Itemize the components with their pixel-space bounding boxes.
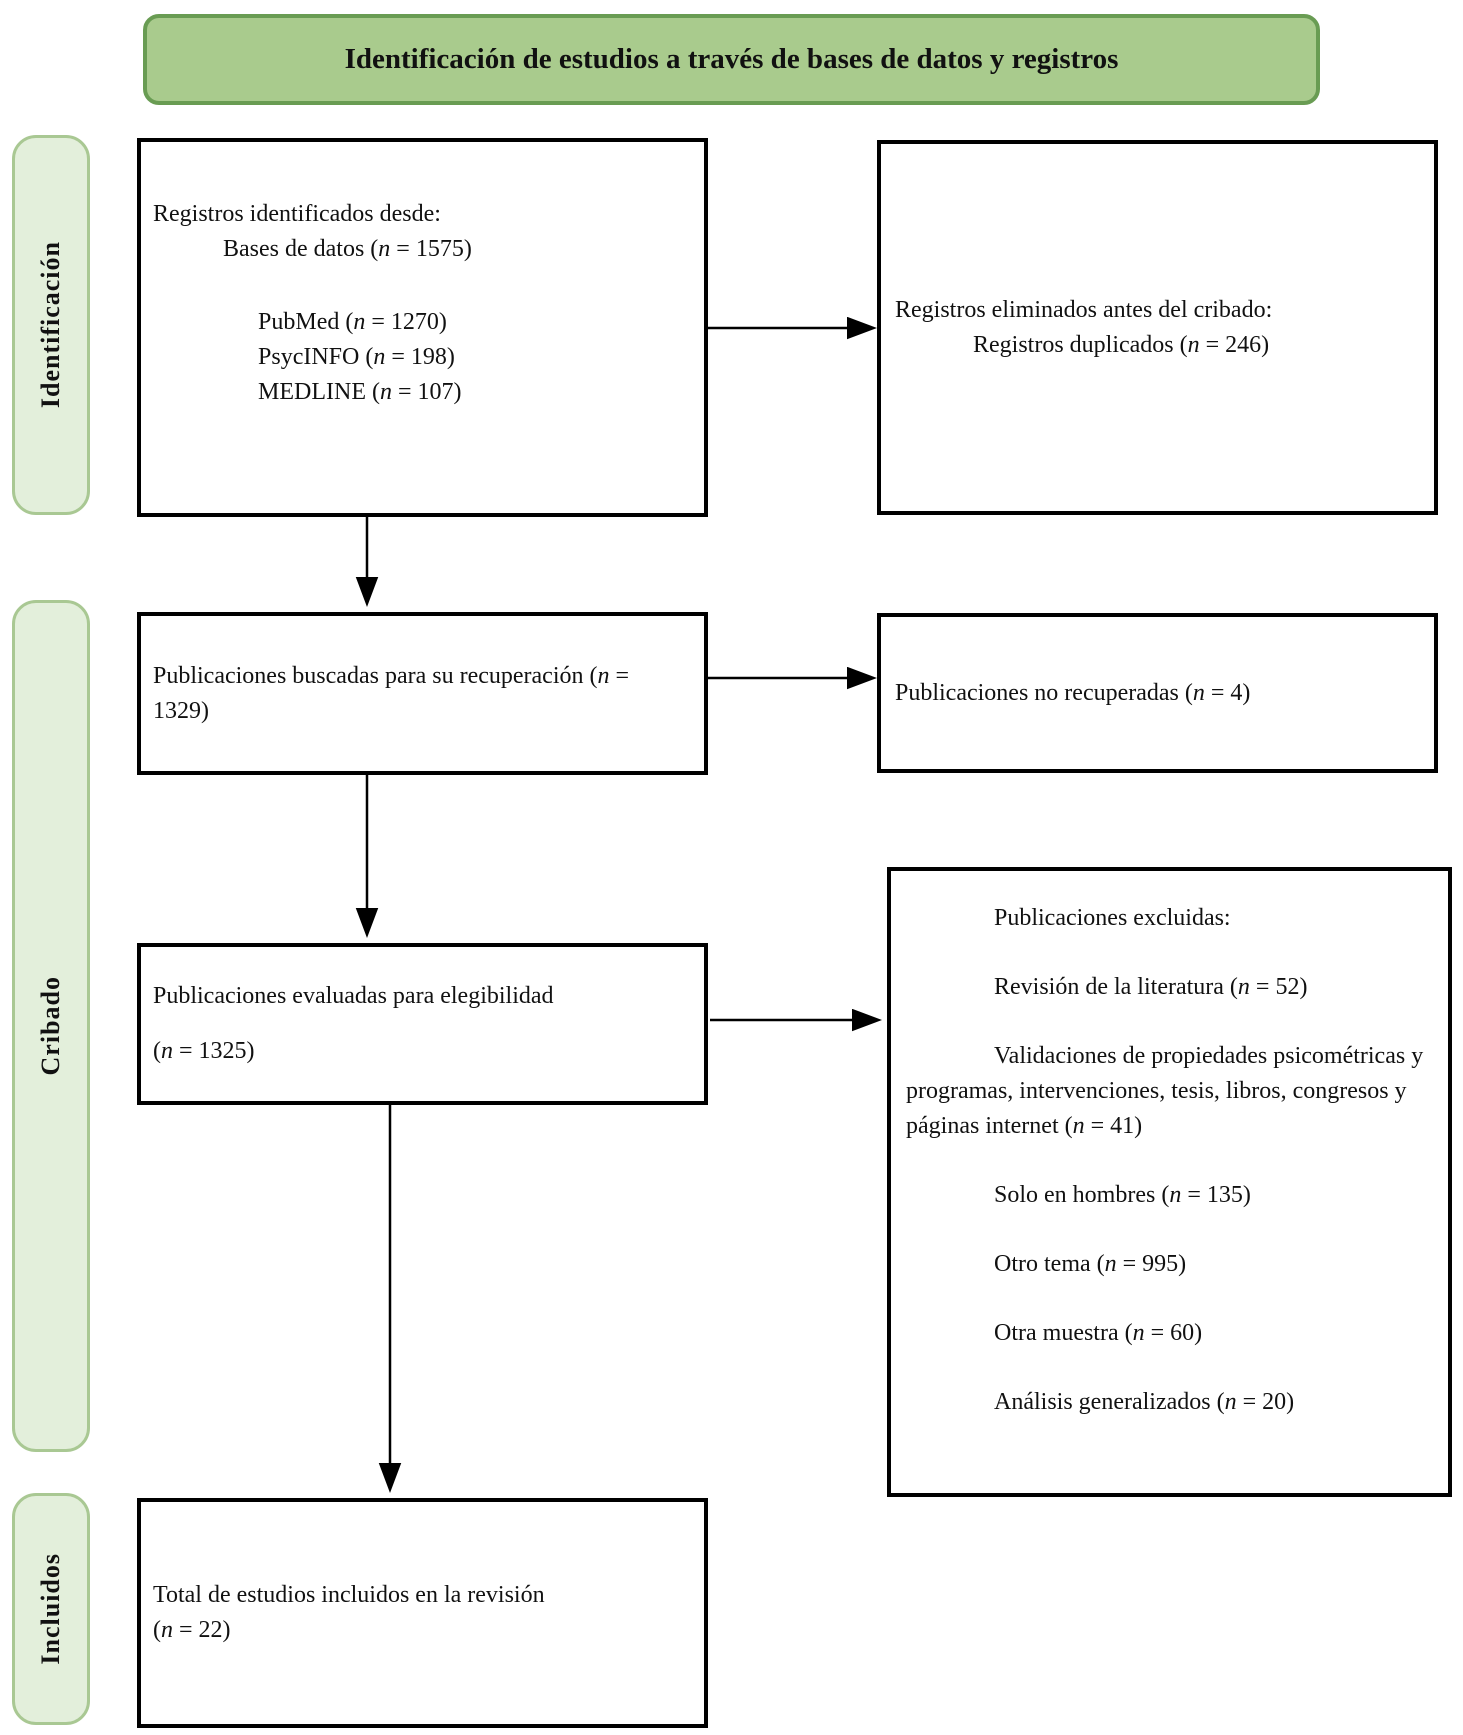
publications-assessed-line1: Publicaciones evaluadas para elegibilida… <box>153 983 554 1009</box>
title-banner: Identificación de estudios a través de b… <box>143 14 1320 105</box>
excluded-reason-other-topic: Otro tema (n = 995) <box>994 1251 1187 1277</box>
publications-assessed-line2: (n = 1325) <box>153 1038 255 1064</box>
source-psycinfo: PsycINFO (n = 198) <box>258 344 455 370</box>
studies-included-line1: Total de estudios incluidos en la revisi… <box>153 1582 545 1608</box>
database-source-list: PubMed (n = 1270) PsycINFO (n = 198) MED… <box>258 305 686 410</box>
source-medline: MEDLINE (n = 107) <box>258 379 462 405</box>
publications-sought-text: Publicaciones buscadas para su recuperac… <box>153 662 630 724</box>
box-publications-sought: Publicaciones buscadas para su recuperac… <box>137 612 708 775</box>
stage-label-incluidos: Incluidos <box>12 1493 90 1725</box>
records-identified-line1: Registros identificados desde: <box>153 201 441 227</box>
stage-label-text: Cribado <box>36 976 65 1076</box>
box-studies-included: Total de estudios incluidos en la revisi… <box>137 1498 708 1728</box>
stage-label-text: Identificación <box>36 241 65 409</box>
excluded-reason-literature-review: Revisión de la literatura (n = 52) <box>994 974 1308 1000</box>
excluded-reason-generalized-analyses: Análisis generalizados (n = 20) <box>994 1389 1295 1415</box>
stage-label-identificacion: Identificación <box>12 135 90 515</box>
records-removed-line2: Registros duplicados (n = 246) <box>973 331 1270 358</box>
box-records-removed: Registros eliminados antes del cribado: … <box>877 140 1438 515</box>
stage-label-text: Incluidos <box>36 1553 65 1665</box>
box-publications-not-retrieved: Publicaciones no recuperadas (n = 4) <box>877 613 1438 773</box>
studies-included-line2: (n = 22) <box>153 1617 231 1643</box>
publications-not-retrieved-text: Publicaciones no recuperadas (n = 4) <box>895 679 1251 706</box>
stage-label-cribado: Cribado <box>12 600 90 1452</box>
records-identified-line2: Bases de datos (n = 1575) <box>223 236 472 262</box>
box-publications-excluded: Publicaciones excluidas: Revisión de la … <box>887 867 1452 1497</box>
records-removed-line1: Registros eliminados antes del cribado: <box>895 296 1273 323</box>
diagram-title: Identificación de estudios a través de b… <box>344 43 1119 75</box>
excluded-reason-validations: Validaciones de propiedades psicométrica… <box>906 1043 1424 1139</box>
excluded-reason-other-sample: Otra muestra (n = 60) <box>994 1320 1203 1346</box>
excluded-reason-men-only: Solo en hombres (n = 135) <box>994 1182 1251 1208</box>
box-publications-assessed: Publicaciones evaluadas para elegibilida… <box>137 943 708 1105</box>
box-records-identified: Registros identificados desde: Bases de … <box>137 138 708 517</box>
source-pubmed: PubMed (n = 1270) <box>258 309 447 335</box>
excluded-header: Publicaciones excluidas: <box>994 905 1231 931</box>
